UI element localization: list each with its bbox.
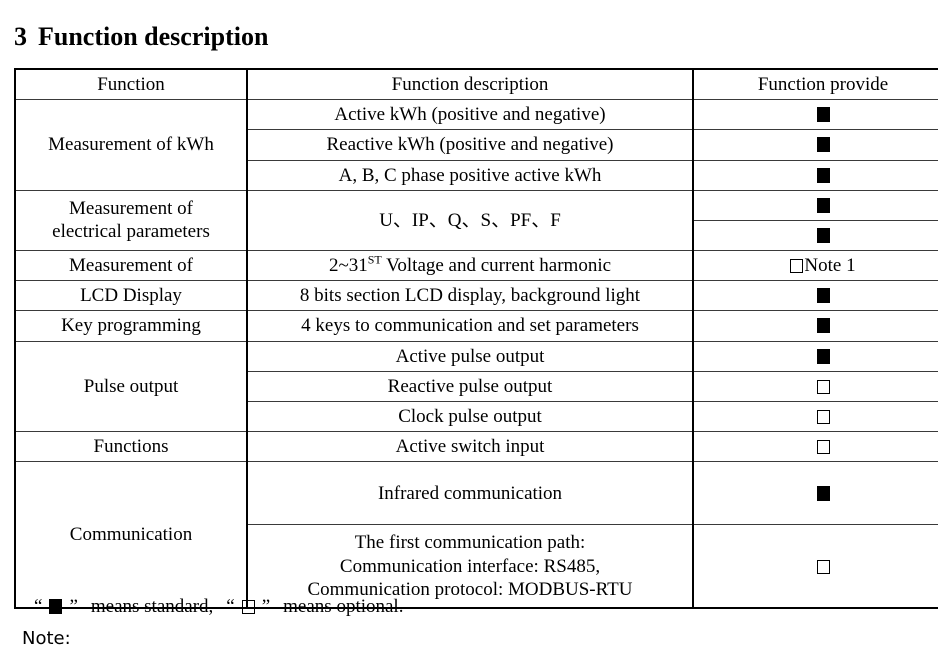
row-group-label-communication: Communication (14, 461, 248, 609)
row-group-label-pulse-output: Pulse output (14, 340, 248, 433)
cell-provide (692, 340, 938, 372)
cell-description: 2~31ST Voltage and current harmonic (246, 250, 694, 282)
filled-square-icon (816, 107, 830, 123)
cell-provide (692, 461, 938, 526)
column-header-function-provide: Function provide (692, 68, 938, 101)
cell-description: Reactive kWh (positive and negative) (246, 129, 694, 161)
cell-provide (692, 280, 938, 312)
table-row: Reactive pulse output (15, 370, 938, 402)
cell-provide (692, 310, 938, 342)
cell-description: 8 bits section LCD display, background l… (246, 280, 694, 312)
cell-description: Active pulse output (246, 340, 694, 372)
description-superscript: ST (367, 252, 382, 267)
empty-square-icon (816, 409, 830, 424)
empty-square-icon (816, 559, 830, 574)
cell-description: Clock pulse output (246, 400, 694, 433)
table-row: Communication Infrared communication (14, 461, 938, 609)
row-label-measurement-of: Measurement of (14, 250, 248, 282)
cell-provide (692, 431, 938, 463)
page-title: 3 Function description (14, 22, 268, 52)
table-row: LCD Display 8 bits section LCD display, … (14, 280, 938, 312)
table-row: Measurement of kWh Active kWh (positive … (14, 99, 938, 191)
filled-square-icon (49, 599, 63, 614)
filled-square-icon (816, 227, 830, 243)
row-group-label-measurement-kwh: Measurement of kWh (14, 99, 248, 191)
cell-provide (692, 159, 938, 191)
description-line-2: Communication interface: RS485, (339, 555, 601, 577)
table-row: Key programming 4 keys to communication … (14, 310, 938, 342)
cell-provide (692, 524, 938, 609)
cell-provide (692, 129, 938, 161)
description-line-3: Communication protocol: MODBUS-RTU (307, 578, 633, 600)
filled-square-icon (816, 318, 830, 334)
label-line-2: electrical parameters (52, 221, 210, 243)
empty-square-icon (816, 379, 830, 394)
cell-description: U、IP、Q、S、PF、F (246, 189, 694, 252)
legend-text: “ ” means standard, “ ” means optional. (34, 596, 403, 618)
description-line-1: The first communication path: (354, 532, 586, 554)
provide-note-label: Note 1 (804, 255, 856, 277)
quote-close: ” (69, 596, 78, 617)
description-suffix: Voltage and current harmonic (381, 255, 612, 277)
table-row: A, B, C phase positive active kWh (15, 159, 938, 191)
quote-close: ” (261, 596, 271, 617)
table-header-row: Function Function description Function p… (14, 68, 938, 101)
section-title: Function description (38, 22, 269, 52)
cell-description: The first communication path:Communicati… (246, 524, 694, 609)
filled-square-icon (816, 348, 830, 364)
cell-description: Active kWh (positive and negative) (246, 99, 694, 131)
cell-description: A, B, C phase positive active kWh (246, 159, 694, 191)
empty-square-icon (790, 259, 804, 274)
filled-square-icon (816, 288, 830, 304)
row-label-key-programming: Key programming (14, 310, 248, 342)
filled-square-icon (816, 485, 830, 501)
function-description-table-wrapper: Function Function description Function p… (14, 68, 938, 610)
empty-square-icon (816, 440, 830, 455)
cell-description: 4 keys to communication and set paramete… (246, 310, 694, 342)
cell-description: Reactive pulse output (246, 370, 694, 402)
row-label-functions: Functions (14, 431, 248, 463)
table-row: Reactive kWh (positive and negative) (15, 129, 938, 161)
column-header-function-description: Function description (246, 68, 694, 101)
table-row: Pulse output Active pulse output (14, 340, 938, 433)
function-description-table: Function Function description Function p… (14, 68, 938, 610)
quote-open: “ (226, 596, 235, 617)
filled-square-icon (816, 197, 830, 213)
cell-provide: Note 1 (692, 250, 938, 282)
table-row: Functions Active switch input (14, 431, 938, 463)
cell-description: Infrared communication (246, 461, 694, 526)
note-label: Note: (22, 628, 71, 649)
legend-standard-text: means standard, (90, 596, 214, 617)
filled-square-icon (816, 167, 830, 183)
cell-provide (692, 189, 938, 221)
cell-provide (692, 400, 938, 433)
label-line-1: Measurement of (69, 198, 193, 220)
row-label-lcd-display: LCD Display (14, 280, 248, 312)
table-row: The first communication path:Communicati… (15, 524, 938, 609)
cell-provide (692, 99, 938, 131)
legend-optional-text: means optional. (283, 596, 404, 617)
cell-provide (692, 370, 938, 402)
table-row (15, 219, 938, 252)
filled-square-icon (816, 137, 830, 153)
table-row: Measurement of 2~31ST Voltage and curren… (14, 250, 938, 282)
empty-square-icon (241, 600, 255, 614)
cell-provide (692, 219, 938, 252)
description-prefix: 2~31 (328, 255, 368, 277)
cell-description: Active switch input (246, 431, 694, 463)
column-header-function: Function (14, 68, 248, 101)
section-number: 3 (14, 22, 27, 52)
quote-open: “ (34, 596, 43, 617)
